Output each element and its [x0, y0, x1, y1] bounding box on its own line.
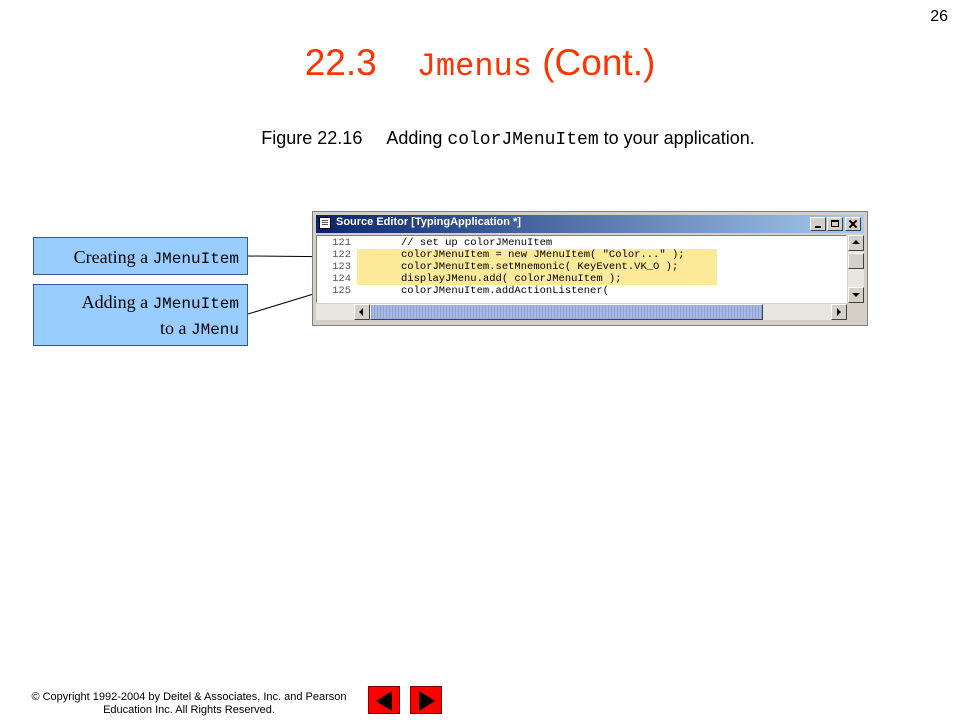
- copyright-line-2: Education Inc. All Rights Reserved.: [103, 704, 275, 716]
- line-highlight: [357, 249, 717, 261]
- callout-1-text: Creating a: [73, 247, 153, 267]
- horizontal-scroll-thumb[interactable]: [370, 304, 763, 320]
- scrollbar-corner: [848, 304, 864, 320]
- vertical-scrollbar[interactable]: [848, 235, 864, 303]
- line-highlight: [357, 273, 717, 285]
- callout-2-line1: Adding a JMenuItem: [34, 290, 239, 316]
- code-text: colorJMenuItem = new JMenuItem( "Color..…: [401, 249, 685, 261]
- title-code: Jmenus: [416, 48, 532, 85]
- arrow-down-icon: [852, 293, 860, 297]
- title-suffix: (Cont.): [531, 42, 656, 83]
- scroll-right-button[interactable]: [831, 304, 847, 320]
- previous-slide-button[interactable]: [368, 686, 400, 714]
- code-line[interactable]: 125 colorJMenuItem.addActionListener(: [317, 285, 846, 297]
- left-arrow-icon: [376, 691, 392, 711]
- line-number: 124: [332, 273, 351, 285]
- vertical-scroll-thumb[interactable]: [848, 253, 864, 269]
- minimize-button[interactable]: [810, 217, 826, 231]
- code-text: displayJMenu.add( colorJMenuItem );: [401, 273, 622, 285]
- callout-1-code: JMenuItem: [152, 250, 239, 268]
- copyright-line-1: © Copyright 1992-2004 by Deitel & Associ…: [31, 691, 347, 703]
- arrow-right-icon: [837, 308, 841, 316]
- arrow-up-icon: [852, 240, 860, 244]
- code-text: colorJMenuItem.addActionListener(: [401, 285, 609, 297]
- source-editor-window: Source Editor [TypingApplication *] 121 /…: [312, 211, 868, 326]
- code-line[interactable]: 123 colorJMenuItem.setMnemonic( KeyEvent.…: [317, 261, 846, 273]
- copyright-notice: © Copyright 1992-2004 by Deitel & Associ…: [14, 691, 364, 717]
- line-number: 121: [332, 237, 351, 249]
- window-titlebar[interactable]: Source Editor [TypingApplication *]: [316, 215, 864, 233]
- callout-2-line2: to a JMenu: [34, 316, 239, 342]
- caption-code: colorJMenuItem: [447, 130, 599, 150]
- caption-suffix: to your application.: [598, 128, 755, 148]
- right-arrow-icon: [419, 691, 435, 711]
- figure-caption: Figure 22.16 Adding colorJMenuItem to you…: [0, 128, 960, 150]
- line-number: 122: [332, 249, 351, 261]
- window-title: Source Editor [TypingApplication *]: [336, 216, 521, 228]
- callout-2-line2-text: to a: [159, 318, 191, 338]
- callout-2-line1-text: Adding a: [81, 292, 153, 312]
- line-number-gutter: [317, 236, 357, 302]
- scroll-left-button[interactable]: [354, 304, 370, 320]
- line-number: 125: [332, 285, 351, 297]
- caption-prefix: Adding: [386, 128, 448, 148]
- next-slide-button[interactable]: [410, 686, 442, 714]
- callout-2-line2-code: JMenu: [190, 321, 239, 339]
- scroll-down-button[interactable]: [848, 287, 864, 303]
- code-editor[interactable]: 121 // set up colorJMenuItem 122 colorJMenu…: [316, 235, 847, 303]
- scroll-up-button[interactable]: [848, 235, 864, 251]
- slide-title: 22.3 Jmenus (Cont.): [0, 42, 960, 85]
- figure-label: Figure 22.16: [261, 128, 363, 148]
- editor-document-icon: [319, 217, 331, 229]
- code-text: colorJMenuItem.setMnemonic( KeyEvent.VK_…: [401, 261, 679, 273]
- line-highlight: [357, 261, 717, 273]
- callout-creating-jmenuitem: Creating a JMenuItem: [33, 237, 248, 275]
- callout-2-line1-code: JMenuItem: [152, 295, 239, 313]
- close-button[interactable]: [845, 217, 861, 231]
- code-text: // set up colorJMenuItem: [401, 237, 553, 249]
- horizontal-scrollbar[interactable]: [316, 304, 847, 320]
- arrow-left-icon: [359, 308, 363, 316]
- code-line[interactable]: 124 displayJMenu.add( colorJMenuItem );: [317, 273, 846, 285]
- page-number: 26: [930, 8, 948, 25]
- line-number: 123: [332, 261, 351, 273]
- code-line[interactable]: 121 // set up colorJMenuItem: [317, 237, 846, 249]
- maximize-button[interactable]: [827, 217, 843, 231]
- code-line[interactable]: 122 colorJMenuItem = new JMenuItem( "Colo…: [317, 249, 846, 261]
- title-number: 22.3: [304, 42, 377, 83]
